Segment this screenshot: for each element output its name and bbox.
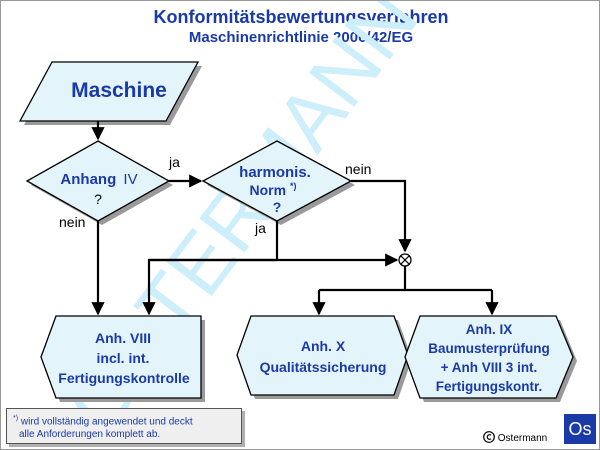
junction-symbol [398,253,412,267]
node-anh-ix [404,315,574,399]
node-anh-viii-line1: Anh. VIII [95,330,151,346]
footnote-box: *) wird vollständig angewendet und deckt… [6,408,242,444]
label-ja-1: ja [168,154,180,170]
copyright-notice: Ostermann [483,431,547,444]
footnote-marker: *) [13,415,19,422]
node-anh-ix-line3: + Anh VIII 3 int. [441,360,538,375]
node-anh-ix-line1: Anh. IX [466,322,513,337]
node-anhang-iv-label: Anhang IV [60,171,137,188]
node-harmonis-norm-question: ? [273,199,282,215]
node-anh-viii-line3: Fertigungskontrolle [58,370,190,386]
node-maschine-label: Maschine [71,79,167,102]
node-anhang-iv-question: ? [94,191,102,207]
node-harmonis-norm-line2: Norm *) [250,181,297,198]
copyright-text: Ostermann [497,433,548,444]
footnote-line2: alle Anforderungen komplett ab. [19,429,161,441]
node-anh-x-line1: Anh. X [301,338,346,354]
copyright-icon [483,431,495,443]
node-maschine [18,61,200,122]
label-nein-1: nein [59,214,85,230]
node-anh-x-line2: Qualitätssicherung [260,359,387,375]
arrow-norm-nein-to-junction [351,179,412,253]
node-anh-ix-line2: Baumusterprüfung [428,341,550,356]
node-anh-x [236,315,409,396]
page-title: Konformitätsbewertungsverfahren [153,7,449,27]
node-anh-viii [40,315,202,399]
node-anh-viii-line2: incl. int. [97,350,150,366]
node-harmonis-norm-line1: harmonis. [239,164,311,181]
logo: Os [564,414,596,444]
label-ja-2: ja [254,220,266,236]
footnote-line1: wird vollständig angewendet und deckt [20,416,193,428]
page-subtitle: Maschinenrichtlinie 2006/42/EG [188,29,414,46]
label-nein-2: nein [345,161,371,177]
node-anh-ix-line4: Fertigungskontr. [436,379,543,394]
